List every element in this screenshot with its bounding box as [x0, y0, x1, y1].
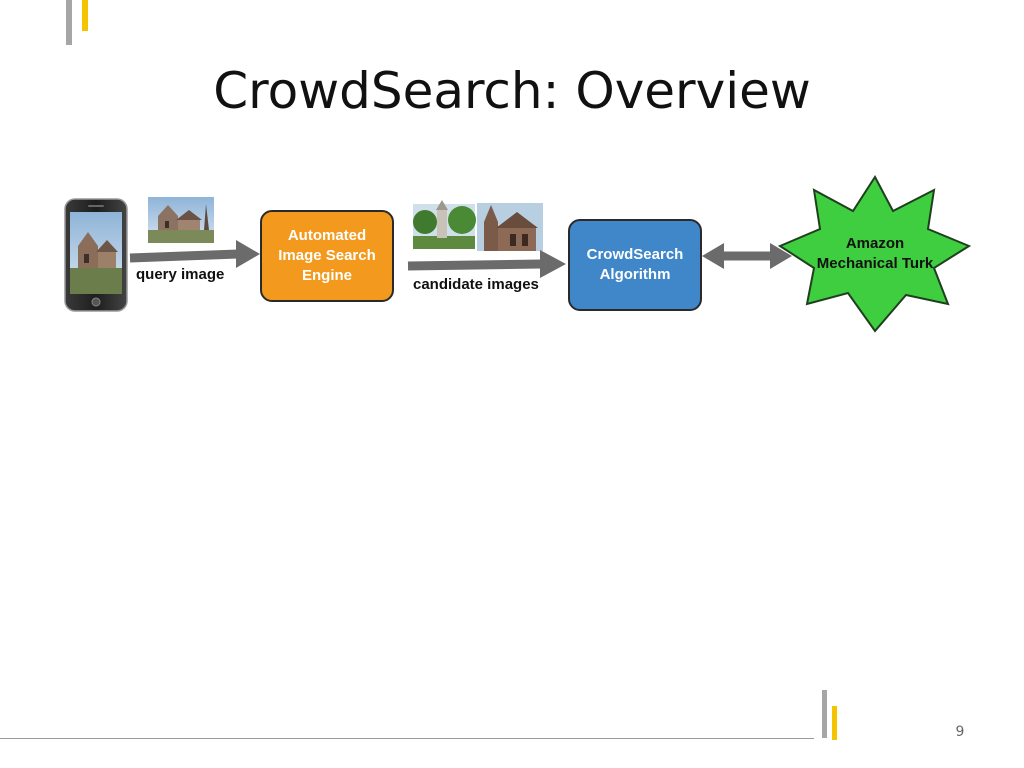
footer-yellow-bar — [832, 706, 837, 740]
top-left-gray-bar — [66, 0, 72, 45]
footer-gray-bar — [822, 690, 827, 738]
search-engine-line-2: Image Search — [278, 247, 376, 264]
church-photo-icon — [70, 232, 122, 294]
top-left-yellow-bar — [82, 0, 88, 31]
candidates-arrow — [407, 250, 566, 278]
search-engine-line-3: Engine — [301, 267, 352, 284]
mturk-line-2: Mechanical Turk — [816, 255, 934, 272]
campus-tree-photo-icon — [413, 200, 476, 249]
crowdsearch-line-1: CrowdSearch — [586, 246, 684, 263]
footer-rule — [0, 738, 814, 739]
query-image-label: query image — [136, 266, 225, 283]
mturk-starburst — [777, 175, 972, 333]
cathedral-photo-icon — [477, 203, 543, 251]
mturk-line-1: Amazon — [845, 235, 905, 252]
crowdsearch-node: CrowdSearch Algorithm — [568, 219, 702, 311]
crowdsearch-line-2: Algorithm — [599, 266, 671, 283]
smartphone-icon — [64, 198, 128, 312]
search-engine-node: Automated Image Search Engine — [260, 210, 394, 302]
bidirectional-arrow — [702, 243, 792, 269]
slide-title: CrowdSearch: Overview — [213, 62, 811, 120]
mturk-node-label: Amazon Mechanical Turk — [790, 234, 960, 274]
query-image-thumbnail — [148, 197, 214, 243]
candidate-images-label: candidate images — [413, 276, 539, 293]
page-number: 9 — [955, 724, 965, 740]
query-arrow — [129, 240, 260, 268]
search-engine-line-1: Automated — [287, 227, 367, 244]
